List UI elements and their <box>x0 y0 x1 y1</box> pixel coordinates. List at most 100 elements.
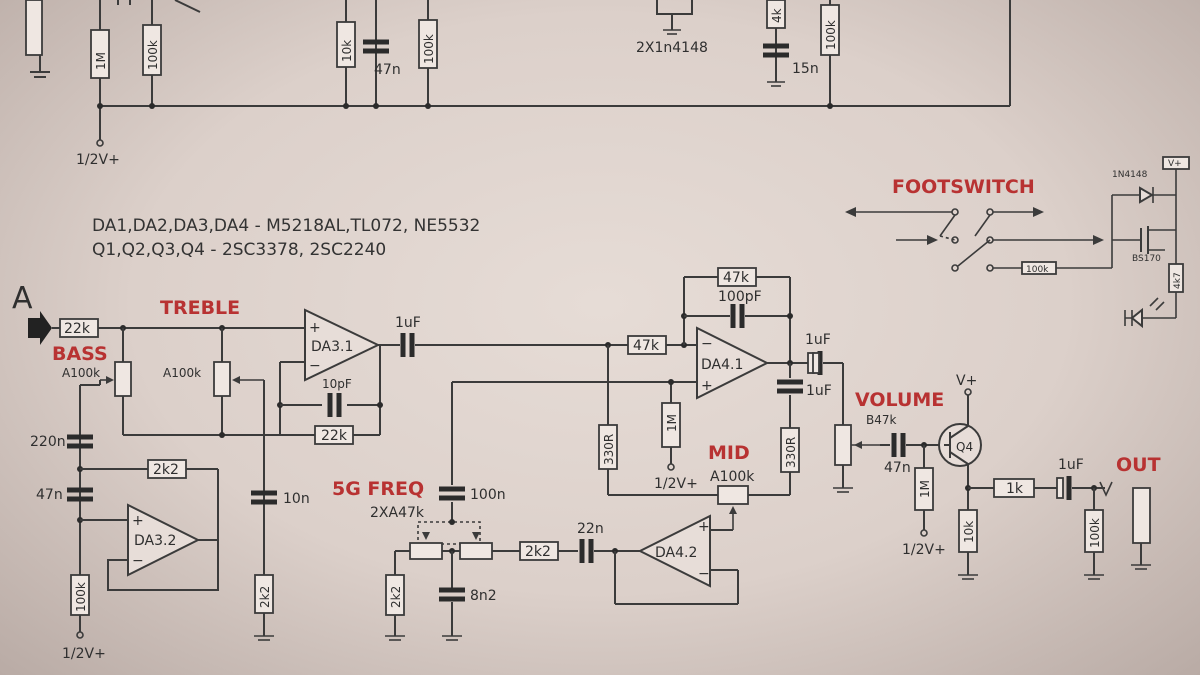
opamp-da32-label: DA3.2 <box>134 533 176 549</box>
opamp-da42 <box>637 514 711 588</box>
tone-stage: A 22k TREBLE BASS A100k 220n 2k2 47n DA3… <box>12 281 628 662</box>
top-label-15n: 15n <box>792 61 819 77</box>
top-label-1m: 1M <box>94 52 108 70</box>
vplus-label: V+ <box>956 373 977 389</box>
resistor-330r-b-label: 330R <box>784 437 798 468</box>
opamp-da42-label: DA4.2 <box>655 545 697 561</box>
bass-label: BASS <box>52 343 108 365</box>
resistor-1k-out-label: 1k <box>1006 481 1024 497</box>
svg-text:+: + <box>701 378 713 394</box>
bass-pot-label: A100k <box>62 366 100 380</box>
cap-100n-label: 100n <box>470 487 506 503</box>
cap-1uf-b-label: 1uF <box>806 383 832 399</box>
bass-cap-220n-label: 220n <box>30 434 66 450</box>
half-vplus-label-a: 1/2V+ <box>62 646 106 662</box>
svg-text:+: + <box>698 519 710 535</box>
cap-10n-label: 10n <box>283 491 310 507</box>
opamp-da32 <box>127 503 201 577</box>
mid-pot <box>717 485 749 505</box>
output-jack <box>1132 487 1151 544</box>
half-vplus-label-c: 1/2V+ <box>902 542 946 558</box>
footswitch-diode-label: 1N4148 <box>1112 170 1148 180</box>
top-section: 1M 100k 10k 47n 100k 2X1n4148 4k 15n 100… <box>25 0 1011 168</box>
transistor-q4-label: Q4 <box>956 440 973 454</box>
freq-pot-a <box>409 542 443 560</box>
volume-pot-label: B47k <box>866 413 897 427</box>
opamp-da31-label: DA3.1 <box>311 339 353 355</box>
top-label-47n: 47n <box>374 62 401 78</box>
top-resistor-100k-b <box>418 19 438 69</box>
opamp-da41 <box>696 326 770 400</box>
resistor-1m-mid-label: 1M <box>665 414 679 432</box>
resistor-10k-emit-label: 10k <box>962 521 976 543</box>
resistor-2k2-fb-label: 2k2 <box>153 462 179 478</box>
resistor-100k-bias <box>70 574 90 616</box>
top-resistor-10k <box>336 21 356 68</box>
treble-pot-label: A100k <box>163 366 201 380</box>
cap-1uf-a-label: 1uF <box>395 315 421 331</box>
top-label-half-vplus: 1/2V+ <box>76 152 120 168</box>
cap-22n-label: 22n <box>577 521 604 537</box>
treble-label: TREBLE <box>160 297 240 319</box>
cap-1uf-c-label: 1uF <box>805 332 831 348</box>
resistor-47k-in-label: 47k <box>633 338 660 354</box>
footswitch-label: FOOTSWITCH <box>892 176 1035 198</box>
input-arrow-icon <box>28 311 52 345</box>
top-label-100k-b: 100k <box>422 34 436 64</box>
top-label-4k: 4k <box>770 8 784 23</box>
svg-text:+: + <box>132 513 144 529</box>
resistor-330r-a-label: 330R <box>602 434 616 465</box>
resistor-2k2-freq-label: 2k2 <box>389 586 403 608</box>
cap-8n2-label: 8n2 <box>470 588 497 604</box>
resistor-330r-b <box>780 427 800 473</box>
bass-pot <box>114 361 132 397</box>
resistor-2k2-gnd <box>254 574 274 614</box>
top-resistor-4k <box>766 0 786 29</box>
footswitch-resistor-label: 100k <box>1026 265 1049 275</box>
top-resistor-100k-c <box>820 4 840 56</box>
footswitch-resistor-2-label: 4k7 <box>1173 272 1183 289</box>
footswitch-mosfet-label: BS170 <box>1132 254 1161 264</box>
resistor-22k-fb-label: 22k <box>321 428 348 444</box>
footswitch-section: FOOTSWITCH 100k V+ 1N4148 <box>845 156 1190 329</box>
treble-pot <box>213 361 231 397</box>
top-resistor-1m <box>90 29 110 79</box>
resistor-100k-bias-label: 100k <box>74 582 88 612</box>
resistor-1m-vol-label: 1M <box>918 480 932 498</box>
volume-label: VOLUME <box>855 389 944 411</box>
freq-pot-label: 2XA47k <box>370 505 425 521</box>
cap-100pf-label: 100pF <box>718 289 762 305</box>
freq-pot-b <box>459 542 493 560</box>
bass-cap-47n-label: 47n <box>36 487 63 503</box>
top-label-10k: 10k <box>340 40 354 62</box>
top-label-100k-a: 100k <box>146 40 160 70</box>
resistor-2k2-fb <box>147 459 187 479</box>
cap-1uf-out-label: 1uF <box>1058 457 1084 473</box>
footswitch-supply-box <box>1162 156 1190 170</box>
svg-text:−: − <box>132 553 144 569</box>
opamp-da31 <box>304 308 381 382</box>
top-label-100k-c: 100k <box>824 20 838 50</box>
resistor-47k-fb-label: 47k <box>723 270 750 286</box>
svg-text:−: − <box>701 336 713 352</box>
cap-10pf-label: 10pF <box>322 377 352 391</box>
resistor-100k-out-label: 100k <box>1088 518 1102 548</box>
half-vplus-label-b: 1/2V+ <box>654 476 698 492</box>
svg-text:−: − <box>698 566 710 582</box>
resistor-2k2-gnd-label: 2k2 <box>258 586 272 608</box>
mid-pot-label: A100k <box>710 469 755 485</box>
footswitch-supply-label: V+ <box>1168 159 1182 169</box>
cap-47n-vol-label: 47n <box>884 460 911 476</box>
freq-label: 5G FREQ <box>332 478 424 500</box>
top-resistor-100k-a <box>142 24 162 76</box>
opamp-da41-label: DA4.1 <box>701 357 743 373</box>
svg-text:−: − <box>309 358 321 374</box>
footswitch-resistor-2 <box>1168 263 1184 293</box>
ic-note: DA1,DA2,DA3,DA4 - M5218AL,TL072, NE5532 <box>92 216 480 236</box>
top-label-diodes: 2X1n4148 <box>636 40 708 56</box>
volume-stage: VOLUME B47k 47n 1M 1/2V+ Q4 V+ 10k <box>833 373 1161 580</box>
transistor-note: Q1,Q2,Q3,Q4 - 2SC3378, 2SC2240 <box>92 240 386 260</box>
out-label: OUT <box>1116 454 1161 476</box>
